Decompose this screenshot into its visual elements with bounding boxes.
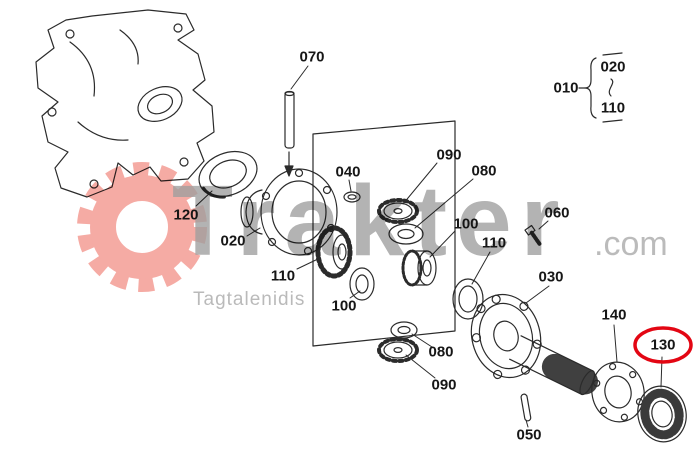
coupling-100-drawing [401, 249, 437, 287]
part-label-030: 030 [538, 268, 564, 286]
part-label-070: 070 [299, 48, 325, 66]
legend-group-010-bracket [578, 52, 623, 123]
watermark-brand-text: Trakter [172, 165, 569, 277]
watermark-subtitle-text: Tagtalenidis [193, 289, 305, 310]
bolt-060-drawing [524, 224, 543, 248]
part-label-110-left: 110 [270, 267, 296, 285]
part-label-100-left: 100 [331, 297, 357, 315]
part-label-110-legend: 110 [600, 99, 626, 117]
part-label-020: 020 [220, 232, 246, 250]
thrust-washer-080-top-drawing [388, 223, 424, 245]
bearing-ring-120-drawing [198, 150, 258, 199]
axle-shaft-030-drawing [470, 293, 599, 396]
seal-130-drawing [637, 385, 687, 443]
part-label-010: 010 [553, 79, 579, 97]
watermark-tld-text: .com [594, 225, 668, 263]
part-label-050: 050 [516, 426, 542, 444]
part-label-080-bottom: 080 [428, 343, 454, 361]
shim-110-right-drawing [452, 278, 484, 320]
leader-lines [195, 65, 663, 428]
retainer-140-drawing [591, 361, 645, 423]
exploded-box-outline [312, 120, 456, 347]
part-label-120: 120 [173, 206, 199, 224]
part-label-110-right: 110 [481, 234, 507, 252]
part-label-090-top: 090 [436, 146, 462, 164]
part-label-100-right: 100 [453, 215, 479, 233]
part-label-020-legend: 020 [600, 58, 626, 76]
spider-gear-top-090-drawing [377, 198, 419, 224]
spider-gear-bottom-090-drawing [377, 337, 419, 363]
watermark-gear-logo [77, 162, 207, 292]
side-gear-110-drawing [315, 225, 353, 279]
part-label-140: 140 [601, 306, 627, 324]
pin-050-drawing [520, 393, 532, 422]
part-label-130: 130 [650, 336, 676, 354]
part-label-090-bottom: 090 [431, 376, 457, 394]
diff-case-020-drawing [240, 168, 338, 256]
thrust-washer-100-left-drawing [349, 267, 375, 301]
part-label-060: 060 [544, 204, 570, 222]
highlight-oval-130 [633, 326, 693, 364]
part-label-040: 040 [335, 163, 361, 181]
part-label-080-top: 080 [471, 162, 497, 180]
snap-ring-040-drawing [343, 191, 361, 203]
